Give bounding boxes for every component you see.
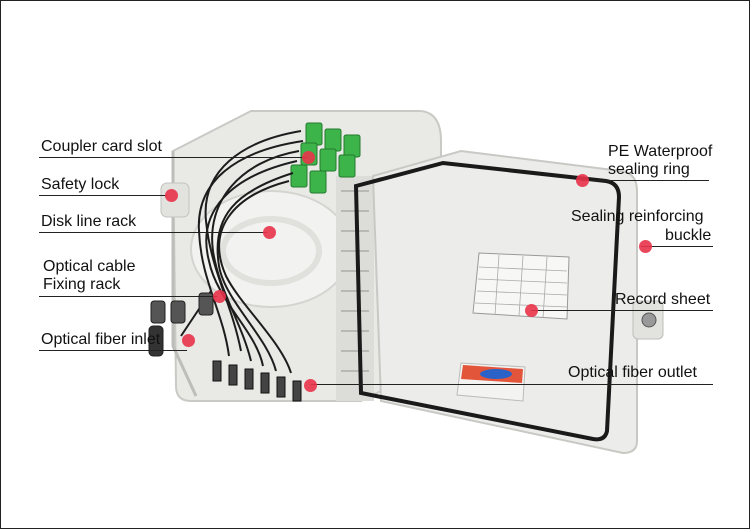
- label-coupler-card-slot: Coupler card slot: [41, 138, 162, 155]
- leader-line-record-sheet: [531, 310, 713, 311]
- green-adapters: [290, 122, 361, 194]
- label-optical-fiber-inlet: Optical fiber inlet: [41, 331, 161, 348]
- leader-line-disk-rack: [39, 232, 267, 233]
- leader-line-fixing-rack: [39, 296, 217, 297]
- fiber-cables: [180, 130, 304, 374]
- label-buckle: buckle: [665, 227, 712, 244]
- marker-disk-rack: [263, 226, 276, 239]
- outlet-ports: [212, 360, 302, 402]
- marker-outlet: [304, 379, 317, 392]
- marker-coupler: [302, 151, 315, 164]
- sealing-ring: [353, 160, 622, 442]
- marker-fixing-rack: [213, 290, 226, 303]
- leader-line-safety-lock: [39, 195, 167, 196]
- label-optical-fiber-outlet: Optical fiber outlet: [568, 364, 697, 381]
- label-optical-cable: Optical cable: [43, 258, 136, 275]
- label-pe-waterproof: PE Waterproof: [608, 143, 713, 160]
- label-sealing-ring: sealing ring: [608, 161, 690, 178]
- label-record-sheet: Record sheet: [615, 291, 711, 308]
- leader-line-outlet: [311, 384, 713, 385]
- marker-record-sheet: [525, 304, 538, 317]
- label-fixing-rack: Fixing rack: [43, 276, 121, 293]
- marker-safety-lock: [165, 189, 178, 202]
- label-safety-lock: Safety lock: [41, 176, 120, 193]
- marker-sealing-ring: [576, 174, 589, 187]
- record-sheet-graphic: [472, 252, 570, 320]
- label-disk-line-rack: Disk line rack: [41, 213, 137, 230]
- label-sealing-reinforcing: Sealing reinforcing: [571, 208, 704, 225]
- marker-buckle: [639, 240, 652, 253]
- leader-line-coupler: [39, 157, 307, 158]
- leader-line-buckle: [641, 246, 713, 247]
- leader-line-inlet: [39, 350, 187, 351]
- marker-inlet: [182, 334, 195, 347]
- leader-line-sealing-ring: [581, 180, 709, 181]
- danger-sticker: [456, 362, 526, 402]
- cable-glands: [148, 292, 214, 357]
